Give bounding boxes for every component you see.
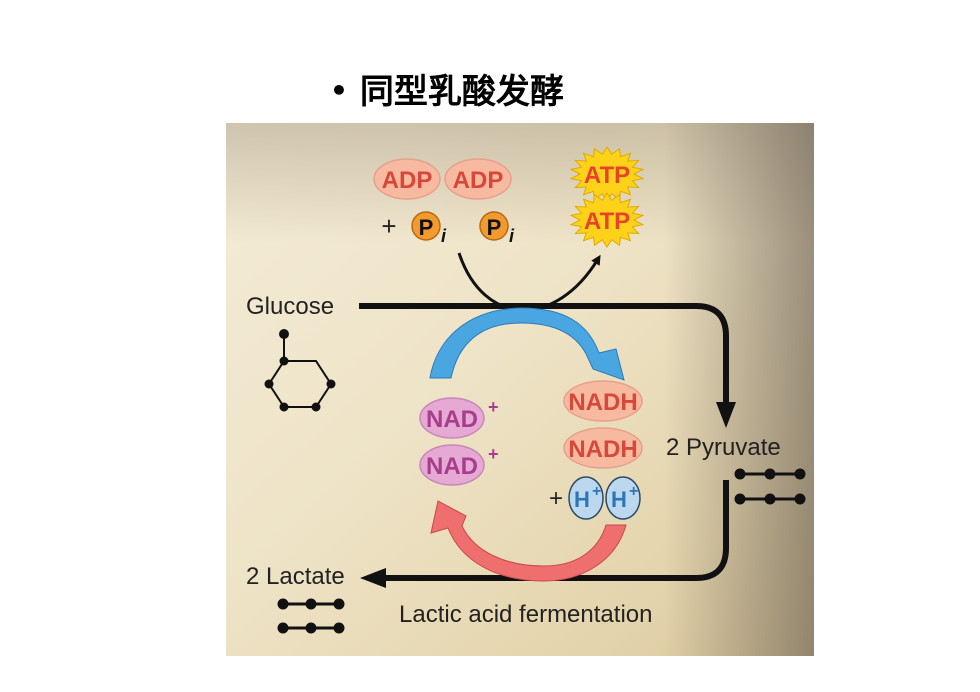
diagram-caption: Lactic acid fermentation — [399, 601, 652, 628]
proton-2: H + — [605, 476, 641, 520]
nad-oval-2: NAD + — [419, 444, 499, 486]
diagram-svg: ADP ADP + P i P i ATP ATP Glucose — [226, 123, 814, 656]
adp-oval-2: ADP — [444, 158, 512, 200]
slide-title: • 同型乳酸发酵 — [330, 64, 564, 113]
nad-label-2: NAD — [426, 453, 478, 480]
nad-reduction-arrow — [429, 307, 625, 381]
inputs-plus-sign: + — [381, 211, 396, 241]
adp-label-1: ADP — [382, 167, 433, 194]
atp-label-2: ATP — [584, 208, 630, 235]
nad-oval-1: NAD + — [419, 397, 499, 439]
adp-oval-1: ADP — [373, 158, 441, 200]
atp-burst-1: ATP — [569, 146, 645, 202]
phosphate-1: P i — [411, 211, 447, 246]
nadh-oval-1: NADH — [563, 380, 643, 422]
proton-charge-2: + — [629, 483, 638, 500]
title-bullet: • — [330, 74, 348, 107]
nadh-label-2: NADH — [568, 436, 637, 463]
title-text: 同型乳酸发酵 — [359, 72, 564, 112]
background-shade-right — [664, 123, 814, 656]
proton-1: H + — [568, 476, 604, 520]
adp-label-2: ADP — [453, 167, 504, 194]
lactate-molecule-icon — [277, 598, 345, 634]
nadh-label-1: NADH — [568, 389, 637, 416]
phosphate-sub-1: i — [441, 226, 447, 246]
reduction-line — [381, 480, 729, 581]
pyruvate-label: 2 Pyruvate — [666, 434, 781, 461]
phosphate-sub-2: i — [509, 226, 515, 246]
nad-charge-2: + — [488, 444, 499, 464]
proton-charge-1: + — [592, 483, 601, 500]
pyruvate-molecule-icon — [734, 468, 806, 505]
proton-h-1: H — [574, 487, 590, 512]
reduction-arrowhead — [360, 568, 386, 588]
protons-plus-sign: + — [549, 485, 563, 512]
lactate-label: 2 Lactate — [246, 563, 345, 590]
atp-burst-2: ATP — [569, 192, 645, 248]
nadh-oval-2: NADH — [563, 427, 643, 469]
phosphate-p-1: P — [419, 215, 434, 240]
glycolysis-line — [359, 303, 729, 408]
fermentation-diagram: ADP ADP + P i P i ATP ATP Glucose — [226, 123, 814, 656]
nad-label-1: NAD — [426, 406, 478, 433]
proton-h-2: H — [611, 487, 627, 512]
phosphate-2: P i — [479, 211, 515, 246]
glucose-label: Glucose — [246, 293, 334, 320]
atp-label-1: ATP — [584, 162, 630, 189]
nadh-oxidation-arrow — [430, 500, 627, 582]
nad-charge-1: + — [488, 397, 499, 417]
phosphate-p-2: P — [487, 215, 502, 240]
glucose-ring-icon — [264, 329, 336, 412]
glycolysis-arrowhead — [716, 402, 736, 428]
